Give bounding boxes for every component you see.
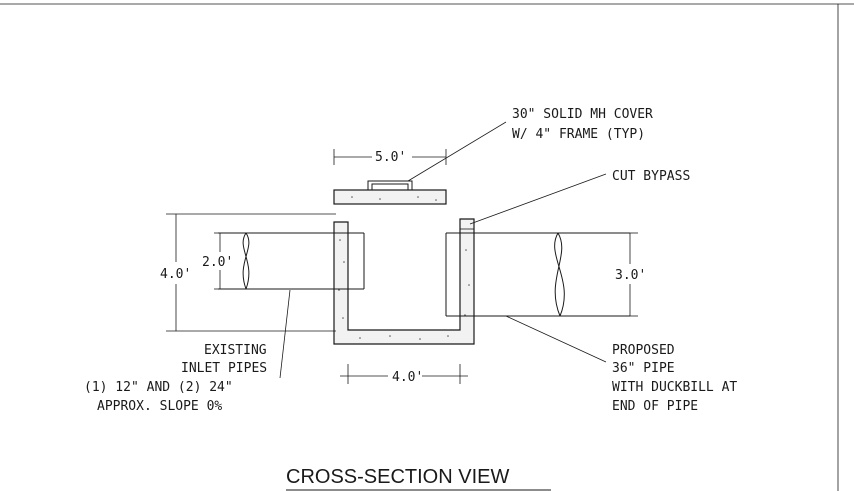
- dim-inlet-diameter-label: 2.0': [202, 255, 233, 270]
- manhole-structure: [333, 218, 475, 345]
- label-proposed-line3: WITH DUCKBILL AT: [612, 380, 737, 395]
- label-mh-cover-line2: W/ 4" FRAME (TYP): [512, 127, 645, 142]
- dim-cover-width-label: 5.0': [375, 150, 406, 165]
- inlet-pipe: [218, 232, 365, 290]
- label-cut-bypass: CUT BYPASS: [612, 169, 690, 184]
- dimension-base-width: 4.0': [340, 364, 468, 385]
- label-existing-line4: APPROX. SLOPE 0%: [97, 399, 222, 414]
- dimension-outlet-diameter: 3.0': [615, 232, 646, 317]
- leader-mh-cover: [407, 121, 507, 182]
- dim-outlet-diameter-label: 3.0': [615, 268, 646, 283]
- label-proposed-line4: END OF PIPE: [612, 399, 698, 414]
- dimension-inlet-diameter: 2.0': [202, 232, 233, 290]
- dim-structure-height-label: 4.0': [160, 267, 191, 282]
- dim-base-width-label: 4.0': [392, 370, 423, 385]
- dimension-structure-height: 4.0': [160, 213, 336, 332]
- manhole-cover: [333, 180, 447, 205]
- outlet-pipe: [445, 232, 630, 317]
- leader-existing: [279, 289, 291, 379]
- label-proposed-line2: 36" PIPE: [612, 361, 675, 376]
- drawing-title: CROSS-SECTION VIEW: [286, 466, 509, 488]
- label-existing-line3: (1) 12" AND (2) 24": [84, 380, 233, 395]
- leader-proposed: [505, 315, 607, 363]
- label-existing-line2: INLET PIPES: [181, 361, 267, 376]
- leader-cut-bypass: [469, 173, 607, 225]
- label-existing-line1: EXISTING: [204, 343, 267, 358]
- concrete-stipple: [338, 196, 470, 340]
- label-proposed-line1: PROPOSED: [612, 343, 675, 358]
- label-mh-cover-line1: 30" SOLID MH COVER: [512, 107, 653, 122]
- dimension-cover-width: 5.0': [333, 149, 447, 165]
